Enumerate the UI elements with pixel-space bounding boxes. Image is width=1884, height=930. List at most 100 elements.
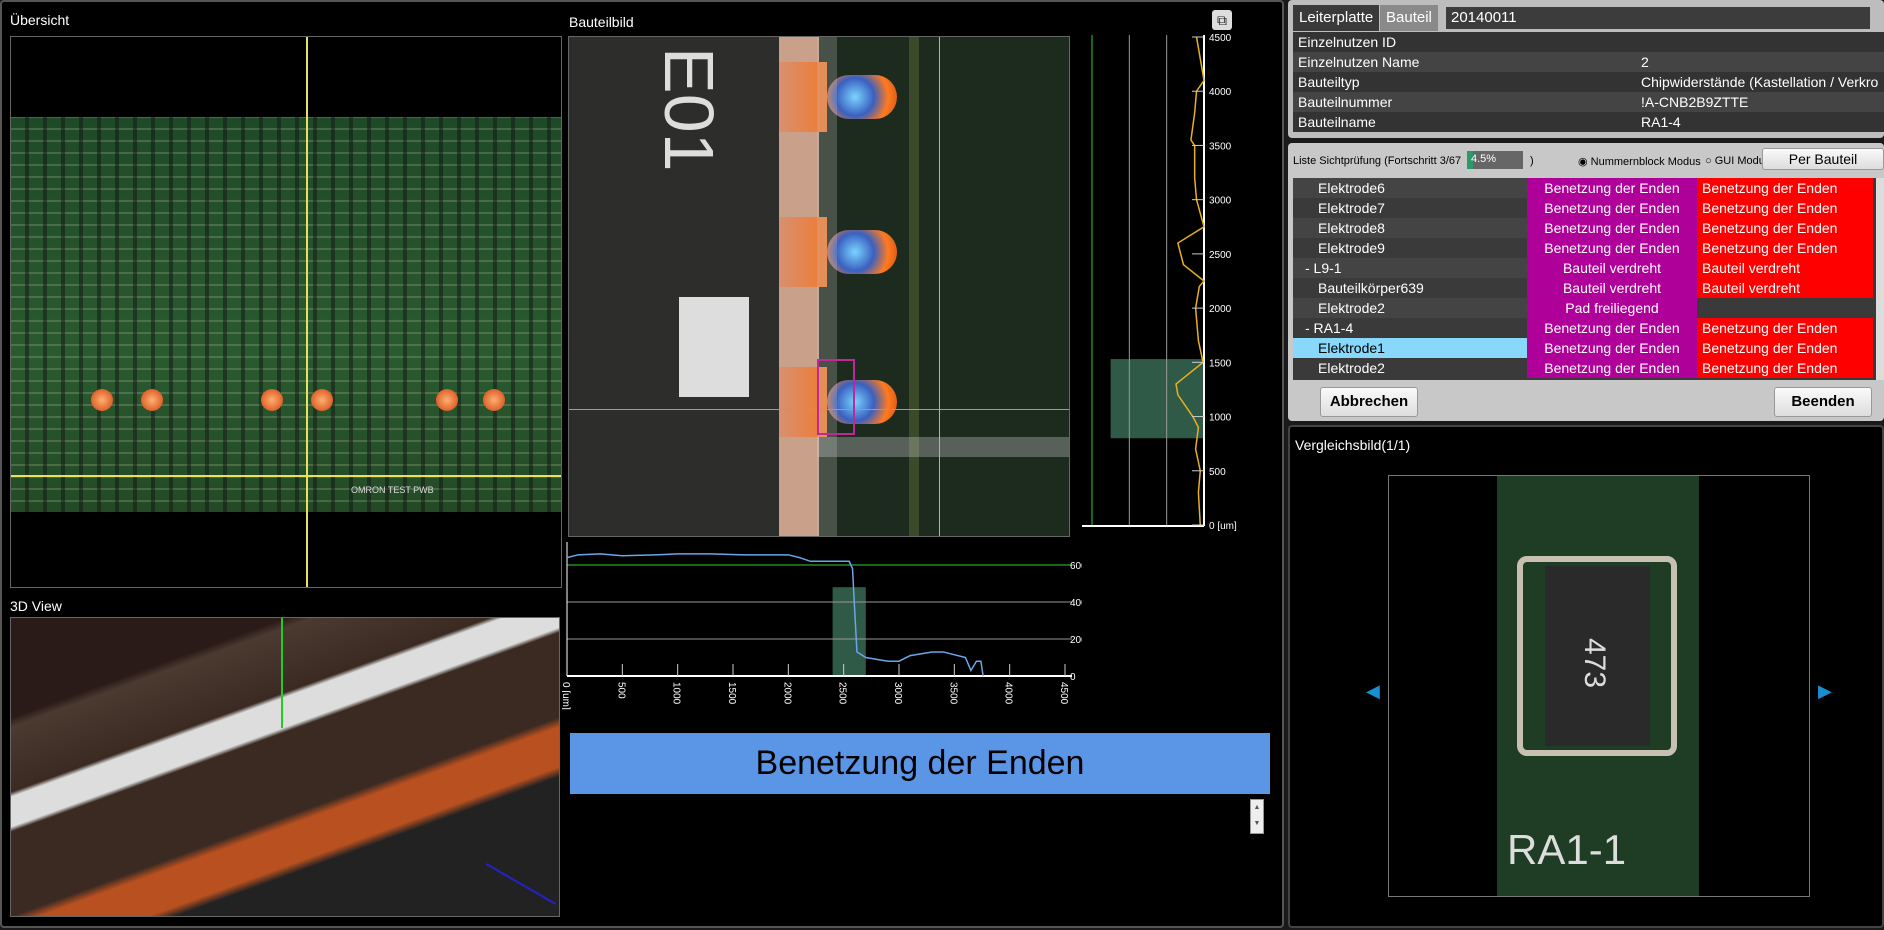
list-title-end: ) — [1530, 155, 1534, 167]
row-name[interactable]: Elektrode7 — [1293, 198, 1527, 218]
row-judgement[interactable]: Benetzung der Enden — [1697, 358, 1873, 378]
x-tick-label: 2000 — [781, 682, 792, 705]
radio-label: Nummernblock Modus — [1590, 156, 1701, 168]
table-scrollbar[interactable] — [1876, 178, 1884, 380]
row-judgement[interactable]: Benetzung der Enden — [1697, 318, 1873, 338]
info-label: Bauteilnummer — [1298, 94, 1393, 110]
next-arrow-icon[interactable]: ▶ — [1818, 681, 1832, 701]
x-tick-label: 500 — [615, 682, 626, 699]
inspection-window[interactable] — [817, 359, 855, 435]
row-result[interactable]: Benetzung der Enden — [1527, 198, 1697, 218]
row-result[interactable]: Benetzung der Enden — [1527, 338, 1697, 358]
3d-axis-z — [485, 863, 557, 905]
row-name[interactable]: - RA1-4 — [1293, 318, 1527, 338]
y-tick-label: 200 — [1070, 635, 1082, 646]
comparison-label: Vergleichsbild(1/1) — [1295, 437, 1411, 453]
previous-arrow-icon[interactable]: ◀ — [1366, 681, 1380, 701]
row-judgement[interactable] — [1697, 298, 1873, 318]
scroll-down-icon[interactable]: ▼ — [1253, 820, 1261, 827]
compare-refdes: RA1-1 — [1507, 826, 1627, 873]
per-component-button[interactable]: Per Bauteil — [1762, 148, 1884, 170]
x-tick-label: 1500 — [726, 682, 737, 705]
info-value: Chipwiderstände (Kastellation / Verkro — [1641, 74, 1879, 90]
row-result[interactable]: Benetzung der Enden — [1527, 358, 1697, 378]
radio-gui-mode[interactable]: ○ GUI Modus — [1705, 155, 1770, 167]
profile-line-vertical — [939, 37, 940, 536]
radio-unchecked-icon[interactable]: ○ — [1705, 155, 1712, 167]
y-tick-label: 2500 — [1209, 250, 1232, 261]
row-name[interactable]: Elektrode9 — [1293, 238, 1527, 258]
row-name[interactable]: Elektrode1 — [1293, 338, 1527, 358]
profile-series — [566, 553, 984, 677]
y-tick-label: 0 [um] — [1209, 521, 1237, 532]
profile-line-horizontal — [569, 409, 1069, 410]
profile-series — [1175, 36, 1206, 526]
row-name[interactable]: Elektrode6 — [1293, 178, 1527, 198]
row-judgement[interactable]: Benetzung der Enden — [1697, 338, 1873, 358]
info-value: !A-CNB2B9ZTTE — [1641, 94, 1749, 110]
vertical-profile-chart: 0 [um]5001000150020002500300035004000450… — [1082, 33, 1237, 532]
progress-bar: 4.5% — [1467, 151, 1523, 169]
row-judgement[interactable]: Bauteil verdreht — [1697, 258, 1873, 278]
tab-leiterplatte[interactable]: Leiterplatte — [1293, 5, 1380, 31]
tolerance-band — [832, 587, 866, 676]
row-judgement[interactable]: Benetzung der Enden — [1697, 218, 1873, 238]
inspection-main-panel: Übersicht OMRON TEST PWB 3D View Bauteil… — [0, 0, 1284, 928]
tab-bauteil[interactable]: Bauteil — [1380, 5, 1438, 31]
info-row: Bauteilnummer !A-CNB2B9ZTTE — [1293, 92, 1884, 112]
info-label: Einzelnutzen ID — [1298, 34, 1397, 50]
info-row: Einzelnutzen ID — [1293, 32, 1884, 52]
row-name[interactable]: Bauteilkörper639 — [1293, 278, 1527, 298]
info-label: Bauteiltyp — [1298, 74, 1360, 90]
y-tick-label: 0 — [1070, 672, 1076, 683]
row-result[interactable]: Benetzung der Enden — [1527, 318, 1697, 338]
board-overview-image[interactable]: OMRON TEST PWB — [10, 36, 562, 588]
x-tick-label: 1000 — [671, 682, 682, 705]
row-result[interactable]: Bauteil verdreht — [1527, 278, 1697, 298]
radio-checked-icon[interactable]: ◉ — [1578, 156, 1588, 168]
3d-view-canvas[interactable] — [10, 617, 560, 917]
row-name[interactable]: Elektrode2 — [1293, 358, 1527, 378]
scrollbar[interactable]: ▲▼ — [1250, 799, 1264, 834]
finish-button[interactable]: Beenden — [1774, 387, 1872, 417]
row-name[interactable]: Elektrode8 — [1293, 218, 1527, 238]
row-result[interactable]: Benetzung der Enden — [1527, 238, 1697, 258]
radio-numblock-mode[interactable]: ◉ Nummernblock Modus — [1578, 155, 1701, 168]
row-judgement[interactable]: Bauteil verdreht — [1697, 278, 1873, 298]
y-tick-label: 4000 — [1209, 87, 1232, 98]
row-result[interactable]: Benetzung der Enden — [1527, 178, 1697, 198]
cancel-button[interactable]: Abbrechen — [1320, 387, 1418, 417]
row-result[interactable]: Bauteil verdreht — [1527, 258, 1697, 278]
row-judgement[interactable]: Benetzung der Enden — [1697, 238, 1873, 258]
x-tick-label: 2500 — [837, 682, 848, 705]
y-tick-label: 4500 — [1209, 33, 1232, 44]
window-toggle-icon[interactable]: ⧉ — [1212, 10, 1232, 30]
row-name[interactable]: Elektrode2 — [1293, 298, 1527, 318]
3d-axis-y — [281, 618, 283, 728]
board-id-field[interactable]: 20140011 — [1446, 7, 1870, 29]
radio-label: GUI Modus — [1714, 155, 1771, 167]
row-result[interactable]: Benetzung der Enden — [1527, 218, 1697, 238]
row-name[interactable]: - L9-1 — [1293, 258, 1527, 278]
component-image[interactable]: E01 — [568, 36, 1070, 537]
row-judgement[interactable]: Benetzung der Enden — [1697, 198, 1873, 218]
inspection-list-panel: Liste Sichtprüfung (Fortschritt 3/67 4.5… — [1288, 143, 1884, 421]
row-judgement[interactable]: Benetzung der Enden — [1697, 178, 1873, 198]
chip-body-pad — [679, 297, 749, 397]
scroll-up-icon[interactable]: ▲ — [1253, 804, 1261, 811]
info-value: 2 — [1641, 54, 1649, 70]
component-info-panel: Leiterplatte Bauteil 20140011 Einzelnutz… — [1288, 0, 1884, 138]
row-result[interactable]: Pad freiliegend — [1527, 298, 1697, 318]
